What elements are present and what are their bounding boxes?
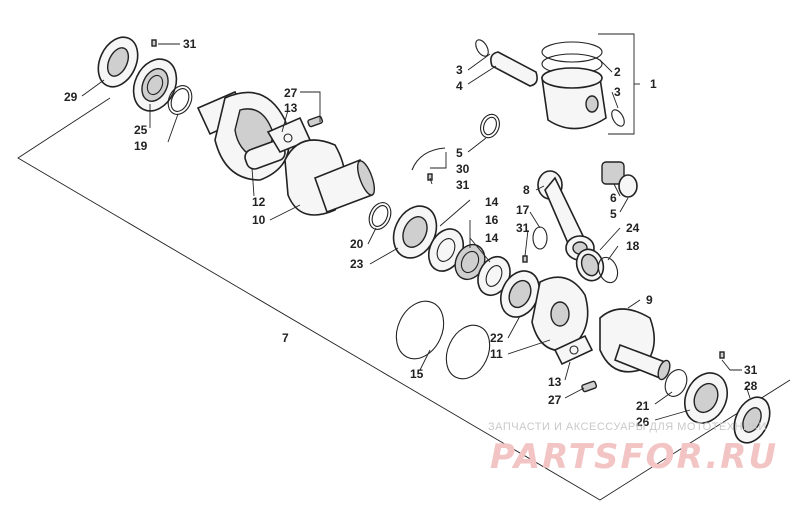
part-20-o-ring[interactable] xyxy=(365,199,395,233)
callout-31: 31 xyxy=(456,178,470,192)
part-26-bearing-end[interactable] xyxy=(677,366,735,430)
callout-27: 27 xyxy=(548,393,562,407)
part-8-connecting-rod[interactable] xyxy=(537,170,595,261)
callout-16: 16 xyxy=(485,213,499,227)
part-31-dowel-b[interactable] xyxy=(427,173,433,181)
callout-3: 3 xyxy=(456,63,463,77)
part-27-screw-upper[interactable] xyxy=(307,115,324,128)
part-10-crank-half-with-shaft[interactable] xyxy=(284,139,378,216)
callout-1: 1 xyxy=(650,77,657,91)
watermark: ЗАПЧАСТИ И АКСЕССУАРЫ ДЛЯ МОТОТЕХНИКИ PA… xyxy=(488,421,778,477)
assembly-bracket-line xyxy=(17,97,791,501)
callout-31: 31 xyxy=(516,221,530,235)
callout-10: 10 xyxy=(252,213,266,227)
callout-24: 24 xyxy=(626,221,640,235)
part-31-dowel-a[interactable] xyxy=(151,39,157,47)
callout-15: 15 xyxy=(410,367,424,381)
part-13-plate-lower[interactable] xyxy=(553,334,594,366)
part-17-washer[interactable] xyxy=(532,226,548,250)
callout-7: 7 xyxy=(282,331,289,345)
callout-18: 18 xyxy=(626,239,640,253)
part-3-clip-right[interactable] xyxy=(609,108,627,129)
part-22-bearing-right[interactable] xyxy=(494,265,547,324)
part-24-crank-pin-bearing[interactable] xyxy=(572,246,607,285)
part-9-crank-half-right[interactable] xyxy=(599,308,672,381)
callout-11: 11 xyxy=(490,347,503,361)
callout-14: 14 xyxy=(485,231,499,245)
callout-31: 31 xyxy=(183,37,197,51)
part-19-ring[interactable] xyxy=(164,82,197,118)
leader-lines xyxy=(81,43,751,421)
callout-8: 8 xyxy=(523,183,530,197)
part-25-bearing[interactable] xyxy=(125,52,184,118)
callout-31: 31 xyxy=(744,363,758,377)
callout-25: 25 xyxy=(134,123,148,137)
callout-30: 30 xyxy=(456,162,470,176)
callout-26: 26 xyxy=(636,415,650,429)
callout-5: 5 xyxy=(610,207,617,221)
part-5-washer-upper[interactable] xyxy=(477,112,502,141)
callout-6: 6 xyxy=(610,191,617,205)
callout-9: 9 xyxy=(646,293,653,307)
callout-17: 17 xyxy=(516,203,530,217)
callout-21: 21 xyxy=(636,399,650,413)
part-29-seal[interactable] xyxy=(91,31,146,93)
part-4-piston-pin[interactable] xyxy=(490,51,538,87)
callout-28: 28 xyxy=(744,379,758,393)
callout-labels: 31 29 25 19 27 13 12 10 3 4 2 1 3 5 30 3… xyxy=(64,37,758,429)
callout-2: 2 xyxy=(614,65,621,79)
part-3-clip-left[interactable] xyxy=(473,38,491,59)
watermark-brand: PARTSFOR.RU xyxy=(490,437,778,477)
callout-14: 14 xyxy=(485,195,499,209)
part-27-screw-lower[interactable] xyxy=(581,380,598,393)
part-12-crank-half-left[interactable] xyxy=(196,90,290,181)
callout-23: 23 xyxy=(350,257,364,271)
callout-4: 4 xyxy=(456,79,463,93)
callout-13: 13 xyxy=(284,101,298,115)
part-6-needle-bearing[interactable] xyxy=(601,161,638,198)
watermark-tagline: ЗАПЧАСТИ И АКСЕССУАРЫ ДЛЯ МОТОТЕХНИКИ xyxy=(488,421,767,433)
callout-22: 22 xyxy=(490,331,504,345)
callout-13: 13 xyxy=(548,375,562,389)
callout-12: 12 xyxy=(252,195,266,209)
part-21-o-ring[interactable] xyxy=(661,366,691,400)
part-18-washer[interactable] xyxy=(595,255,621,286)
callout-29: 29 xyxy=(64,90,78,104)
part-30-circlip[interactable] xyxy=(411,147,446,171)
part-14-seal-a[interactable] xyxy=(422,223,470,276)
callout-27: 27 xyxy=(284,86,298,100)
part-14-seal-b[interactable] xyxy=(472,252,516,301)
part-31-dowel-c[interactable] xyxy=(522,255,528,263)
part-31-dowel-d[interactable] xyxy=(719,351,725,359)
callout-5: 5 xyxy=(456,146,463,160)
callout-19: 19 xyxy=(134,139,148,153)
callout-3: 3 xyxy=(614,85,621,99)
part-15-rings[interactable] xyxy=(387,294,498,386)
callout-20: 20 xyxy=(350,237,364,251)
part-28-seal-end[interactable] xyxy=(727,391,776,448)
part-1-piston[interactable] xyxy=(541,67,607,130)
